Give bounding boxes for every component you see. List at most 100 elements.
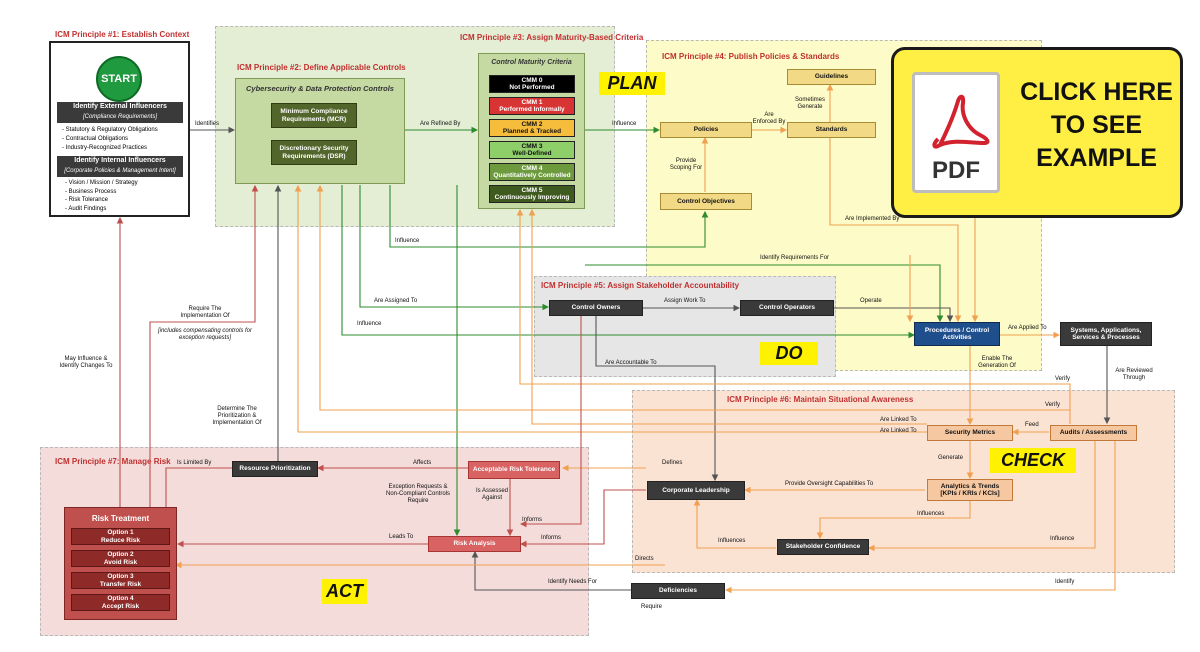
- principle-5-title: ICM Principle #5: Assign Stakeholder Acc…: [541, 281, 740, 290]
- external-item: - Contractual Obligations: [62, 136, 129, 142]
- principle-3-title: ICM Principle #3: Assign Maturity-Based …: [460, 33, 644, 42]
- label-refined: Are Refined By: [420, 121, 461, 127]
- label-enforced: Are Enforced By: [752, 112, 786, 126]
- label-exception: Exception Requests & Non-Compliant Contr…: [385, 484, 451, 505]
- establish-context-box: START Identify External Influencers [Com…: [49, 41, 190, 217]
- guidelines-box[interactable]: Guidelines: [787, 69, 876, 85]
- control-operators-box[interactable]: Control Operators: [740, 300, 834, 316]
- control-owners-box[interactable]: Control Owners: [549, 300, 643, 316]
- label-influence-4: Influence: [1050, 536, 1075, 542]
- security-metrics-box[interactable]: Security Metrics: [927, 425, 1013, 441]
- procedures-box[interactable]: Procedures / Control Activities: [914, 322, 1000, 346]
- label-reviewed: Are Reviewed Through: [1115, 368, 1153, 382]
- label-accountable: Are Accountable To: [605, 360, 657, 366]
- principle-7-title: ICM Principle #7: Manage Risk: [55, 457, 171, 466]
- controls-box: Cybersecurity & Data Protection Controls: [235, 78, 405, 184]
- acrobat-logo: [932, 94, 990, 149]
- phase-check-label: CHECK: [990, 448, 1076, 473]
- internal-item: - Audit Findings: [65, 205, 107, 212]
- cmm-level-title: CMM 1: [521, 98, 543, 106]
- external-influencers-label: Identify External Influencers: [73, 103, 167, 110]
- risk-treatment-title: Risk Treatment: [91, 514, 150, 523]
- start-button[interactable]: START: [96, 56, 142, 102]
- click-here-banner[interactable]: PDF CLICK HERE TO SEE EXAMPLE: [891, 47, 1183, 218]
- policies-box[interactable]: Policies: [660, 122, 752, 138]
- label-assessed: Is Assessed Against: [475, 488, 508, 502]
- resource-prioritization-box[interactable]: Resource Prioritization: [232, 461, 318, 477]
- stakeholder-confidence-box[interactable]: Stakeholder Confidence: [777, 539, 869, 555]
- risk-analysis-box[interactable]: Risk Analysis: [428, 536, 521, 552]
- dsr-box[interactable]: Discretionary Security Requirements (DSR…: [271, 140, 357, 165]
- cmm-level-title: CMM 0: [521, 76, 543, 84]
- cmm-level-title: CMM 5: [521, 186, 543, 194]
- mcr-box[interactable]: Minimum Compliance Requirements (MCR): [271, 103, 357, 128]
- label-determine: Determine The Prioritization & Implement…: [212, 406, 262, 427]
- external-influencers-list: - Statutory & Regulatory Obligations - C…: [62, 126, 158, 153]
- risk-option-title: Option 4: [107, 595, 134, 603]
- label-affects: Affects: [413, 460, 432, 466]
- analytics-box[interactable]: Analytics & Trends [KPIs / KRIs / KCIs]: [927, 479, 1013, 501]
- label-linked-2: Are Linked To: [880, 428, 917, 434]
- external-item: - Statutory & Regulatory Obligations: [62, 127, 158, 133]
- label-may-influence: May Influence & Identify Changes To: [59, 356, 113, 370]
- principle-4-title: ICM Principle #4: Publish Policies & Sta…: [662, 52, 840, 61]
- label-operate: Operate: [860, 298, 882, 304]
- risk-option-desc: Transfer Risk: [99, 580, 142, 588]
- internal-influencers-list: - Vision / Mission / Strategy - Business…: [65, 179, 138, 213]
- label-applied: Are Applied To: [1008, 325, 1047, 331]
- internal-influencers-sub: [Corporate Policies & Management Intent]: [64, 168, 176, 174]
- internal-influencers-title: Identify Internal Influencers [Corporate…: [57, 156, 183, 177]
- acceptable-risk-tolerance-box[interactable]: Acceptable Risk Tolerance: [468, 461, 560, 479]
- corporate-leadership-box[interactable]: Corporate Leadership: [647, 481, 745, 500]
- label-influences-1: Influences: [917, 511, 945, 517]
- internal-item: - Risk Tolerance: [65, 197, 108, 203]
- standards-box[interactable]: Standards: [787, 122, 876, 138]
- external-influencers-title: Identify External Influencers [Complianc…: [57, 102, 183, 123]
- label-provide: Provide Scoping For: [669, 158, 703, 172]
- phase-act-label: ACT: [322, 579, 367, 604]
- label-influence-2: Influence: [395, 238, 420, 244]
- label-generate: Generate: [938, 455, 964, 461]
- label-assign-work: Assign Work To: [664, 298, 706, 304]
- label-identify-req: Identify Requirements For: [760, 255, 830, 261]
- analytics-label: Analytics & Trends: [940, 482, 1000, 490]
- principle-6-title: ICM Principle #6: Maintain Situational A…: [727, 395, 914, 404]
- risk-option-desc: Accept Risk: [101, 602, 140, 610]
- label-directs: Directs: [635, 556, 654, 562]
- cmm-level-desc: Well-Defined: [512, 150, 552, 157]
- cmm-level-desc: Planned & Tracked: [502, 128, 562, 135]
- label-verify-2: Verify: [1045, 402, 1061, 408]
- label-enable: Enable The Generation Of: [978, 356, 1016, 370]
- analytics-sub: [KPIs / KRIs / KCIs]: [940, 490, 1000, 497]
- label-verify-1: Verify: [1055, 376, 1071, 382]
- control-objectives-box[interactable]: Control Objectives: [660, 193, 752, 210]
- phase-plan-label: PLAN: [599, 72, 665, 95]
- external-influencers-sub: [Compliance Requirements]: [82, 114, 158, 120]
- label-identifies: Identifies: [195, 121, 220, 127]
- maturity-criteria-title: Control Maturity Criteria: [491, 59, 572, 66]
- label-linked-1: Are Linked To: [880, 417, 917, 423]
- audits-box[interactable]: Audits / Assessments: [1050, 425, 1137, 441]
- label-influences-2: Influences: [718, 538, 746, 544]
- risk-option-desc: Avoid Risk: [103, 558, 138, 566]
- systems-box[interactable]: Systems, Applications, Services & Proces…: [1060, 322, 1152, 346]
- internal-item: - Business Process: [65, 188, 117, 195]
- cmm-level-title: CMM 4: [521, 164, 543, 172]
- label-assigned: Are Assigned To: [374, 298, 418, 304]
- principle-2-title: ICM Principle #2: Define Applicable Cont…: [237, 63, 406, 72]
- risk-option-desc: Reduce Risk: [100, 536, 141, 544]
- click-here-text: CLICK HERE TO SEE EXAMPLE: [1020, 78, 1173, 172]
- deficiencies-box[interactable]: Deficiencies: [631, 583, 725, 599]
- label-limited: Is Limited By: [177, 460, 212, 466]
